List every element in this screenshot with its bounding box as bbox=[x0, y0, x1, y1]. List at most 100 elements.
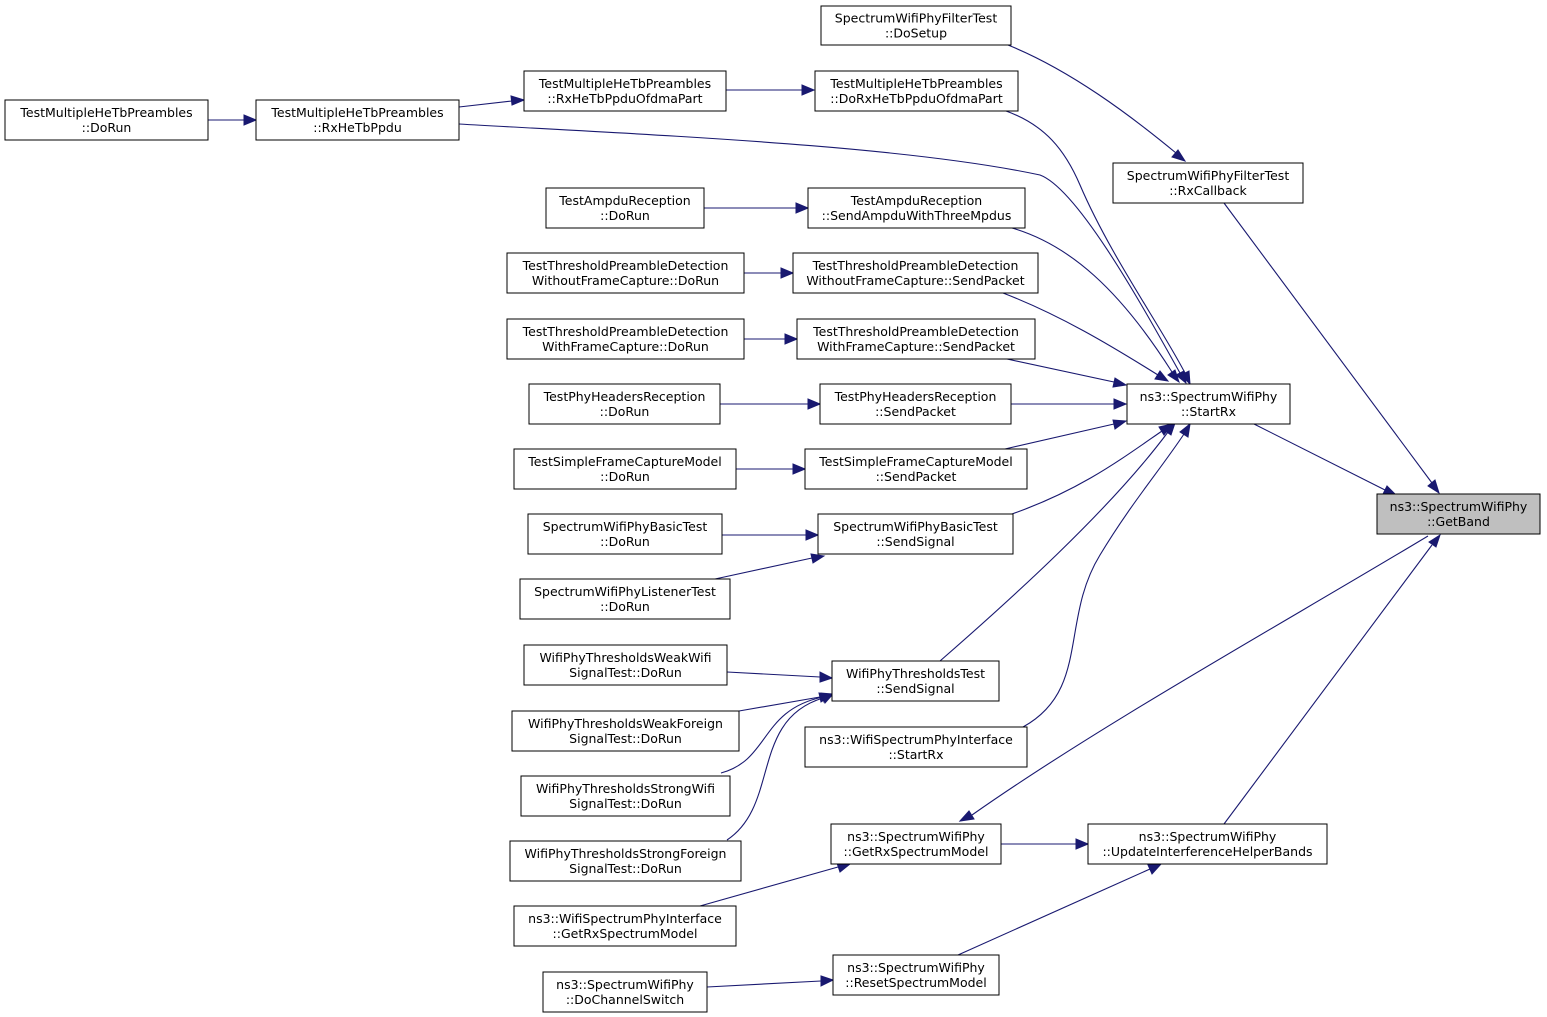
node-mhe-dorxofdma[interactable]: TestMultipleHeTbPreambles::DoRxHeTbPpduO… bbox=[814, 70, 1019, 112]
node-label-line: WifiPhyThresholdsWeakWifi bbox=[539, 650, 711, 665]
node-sfc-send[interactable]: TestSimpleFrameCaptureModel::SendPacket bbox=[804, 448, 1028, 490]
node-filter-dosetup[interactable]: SpectrumWifiPhyFilterTest::DoSetup bbox=[820, 5, 1012, 46]
node-box bbox=[807, 187, 1026, 229]
node-box bbox=[527, 513, 723, 555]
edge-tpd-w-dorun-to-tpd-w-send bbox=[744, 333, 799, 345]
node-label-line: ::DoChannelSwitch bbox=[566, 992, 684, 1007]
node-label-line: ::UpdateInterferenceHelperBands bbox=[1102, 844, 1312, 859]
node-thr-strongwifi[interactable]: WifiPhyThresholdsStrongWifiSignalTest::D… bbox=[520, 775, 731, 817]
node-box bbox=[804, 726, 1028, 768]
node-label-line: ::DoRun bbox=[600, 208, 650, 223]
node-basic-dorun[interactable]: SpectrumWifiPhyBasicTest::DoRun bbox=[527, 513, 723, 555]
node-mhe-dorun[interactable]: TestMultipleHeTbPreambles::DoRun bbox=[4, 99, 209, 141]
node-sfc-dorun[interactable]: TestSimpleFrameCaptureModel::DoRun bbox=[513, 448, 737, 490]
node-startrx[interactable]: ns3::SpectrumWifiPhy::StartRx bbox=[1126, 383, 1291, 425]
node-thr-strongforeign[interactable]: WifiPhyThresholdsStrongForeignSignalTest… bbox=[509, 840, 742, 882]
node-ampdu-send[interactable]: TestAmpduReception::SendAmpduWithThreeMp… bbox=[807, 187, 1026, 229]
node-box bbox=[528, 383, 721, 425]
node-label-line: ::RxHeTbPpdu bbox=[313, 120, 402, 135]
node-label-line: WifiPhyThresholdsWeakForeign bbox=[528, 716, 723, 731]
node-hdr-dorun[interactable]: TestPhyHeadersReception::DoRun bbox=[528, 383, 721, 425]
node-box bbox=[1376, 493, 1541, 535]
node-label-line: ::SendPacket bbox=[875, 404, 956, 419]
node-label-line: TestPhyHeadersReception bbox=[834, 389, 997, 404]
node-tpd-wo-send[interactable]: TestThresholdPreambleDetectionWithoutFra… bbox=[792, 252, 1039, 294]
edge-getrxmodel-to-getband bbox=[958, 535, 1429, 822]
node-basic-send[interactable]: SpectrumWifiPhyBasicTest::SendSignal bbox=[817, 513, 1014, 555]
node-thr-weakwifi[interactable]: WifiPhyThresholdsWeakWifiSignalTest::DoR… bbox=[523, 644, 728, 686]
edge-resetmodel-to-updatebands bbox=[957, 863, 1163, 956]
node-box bbox=[520, 775, 731, 817]
node-label-line: SignalTest::DoRun bbox=[569, 796, 682, 811]
node-box bbox=[819, 383, 1012, 425]
node-label-line: ns3::SpectrumWifiPhy bbox=[847, 829, 985, 844]
node-label-line: WithoutFrameCapture::SendPacket bbox=[806, 273, 1024, 288]
edge-sfc-dorun-to-sfc-send bbox=[736, 463, 807, 475]
edge-hdr-send-to-startrx bbox=[1011, 398, 1128, 410]
edge-startrx-to-getband bbox=[1253, 423, 1398, 496]
node-label-line: TestSimpleFrameCaptureModel bbox=[527, 454, 721, 469]
node-label-line: ::DoRun bbox=[600, 534, 650, 549]
node-label-line: ::RxHeTbPpduOfdmaPart bbox=[547, 91, 702, 106]
edge-rxcallback-to-getband bbox=[1223, 202, 1440, 495]
node-tpd-wo-dorun[interactable]: TestThresholdPreambleDetectionWithoutFra… bbox=[506, 252, 745, 294]
edge-thr-strongforeign-to-thr-send bbox=[726, 693, 835, 841]
node-box bbox=[792, 252, 1039, 294]
node-label-line: ::GetRxSpectrumModel bbox=[553, 926, 698, 941]
node-label-line: TestPhyHeadersReception bbox=[543, 389, 706, 404]
node-box bbox=[509, 840, 742, 882]
node-listener-dorun[interactable]: SpectrumWifiPhyListenerTest::DoRun bbox=[519, 578, 731, 620]
edge-mhe-rxppdu-to-startrx bbox=[458, 123, 1187, 385]
node-label-line: ns3::SpectrumWifiPhy bbox=[556, 977, 694, 992]
node-tpd-w-send[interactable]: TestThresholdPreambleDetectionWithFrameC… bbox=[796, 318, 1036, 360]
node-label-line: WithFrameCapture::DoRun bbox=[542, 339, 709, 354]
node-label-line: TestSimpleFrameCaptureModel bbox=[818, 454, 1012, 469]
node-box bbox=[820, 5, 1012, 46]
node-resetmodel[interactable]: ns3::SpectrumWifiPhy::ResetSpectrumModel bbox=[832, 954, 1000, 996]
node-box bbox=[545, 187, 705, 229]
node-label-line: TestAmpduReception bbox=[850, 193, 982, 208]
node-box bbox=[506, 252, 745, 294]
node-label-line: SpectrumWifiPhyFilterTest bbox=[1127, 168, 1290, 183]
node-label-line: SignalTest::DoRun bbox=[569, 861, 682, 876]
node-label-line: ns3::SpectrumWifiPhy bbox=[1140, 389, 1278, 404]
node-hdr-send[interactable]: TestPhyHeadersReception::SendPacket bbox=[819, 383, 1012, 425]
node-box bbox=[796, 318, 1036, 360]
node-wspi-startrx[interactable]: ns3::WifiSpectrumPhyInterface::StartRx bbox=[804, 726, 1028, 768]
edges-layer bbox=[208, 44, 1441, 988]
node-box bbox=[519, 578, 731, 620]
node-mhe-rxppdu[interactable]: TestMultipleHeTbPreambles::RxHeTbPpdu bbox=[255, 99, 460, 141]
node-box bbox=[832, 954, 1000, 996]
node-thr-send[interactable]: WifiPhyThresholdsTest::SendSignal bbox=[831, 660, 1000, 702]
node-label-line: SignalTest::DoRun bbox=[569, 731, 682, 746]
node-wspi-getrxmodel[interactable]: ns3::WifiSpectrumPhyInterface::GetRxSpec… bbox=[513, 905, 737, 947]
node-label-line: ::DoRxHeTbPpduOfdmaPart bbox=[830, 91, 1003, 106]
node-tpd-w-dorun[interactable]: TestThresholdPreambleDetectionWithFrameC… bbox=[506, 318, 745, 360]
node-thr-weakforeign[interactable]: WifiPhyThresholdsWeakForeignSignalTest::… bbox=[511, 710, 740, 752]
node-label-line: ::ResetSpectrumModel bbox=[845, 975, 986, 990]
node-label-line: ::GetBand bbox=[1427, 514, 1490, 529]
node-label-line: TestThresholdPreambleDetection bbox=[522, 324, 729, 339]
node-box bbox=[523, 644, 728, 686]
node-label-line: ::SendSignal bbox=[876, 681, 954, 696]
node-getrxmodel[interactable]: ns3::SpectrumWifiPhy::GetRxSpectrumModel bbox=[830, 823, 1002, 865]
edge-tpd-w-send-to-startrx bbox=[1006, 358, 1128, 388]
node-box bbox=[817, 513, 1014, 555]
node-label-line: ::StartRx bbox=[888, 747, 943, 762]
node-label-line: ::DoRun bbox=[600, 404, 650, 419]
node-label-line: ns3::WifiSpectrumPhyInterface bbox=[528, 911, 722, 926]
node-mhe-rxofdma[interactable]: TestMultipleHeTbPreambles::RxHeTbPpduOfd… bbox=[523, 70, 727, 112]
edge-basic-send-to-startrx bbox=[1011, 423, 1174, 515]
node-box bbox=[814, 70, 1019, 112]
edge-tpd-wo-send-to-startrx bbox=[1002, 292, 1170, 382]
node-rxcallback[interactable]: SpectrumWifiPhyFilterTest::RxCallback bbox=[1112, 162, 1304, 204]
edge-chswitch-to-resetmodel bbox=[706, 975, 835, 988]
node-label-line: WifiPhyThresholdsTest bbox=[846, 666, 985, 681]
node-box bbox=[1112, 162, 1304, 204]
node-chswitch[interactable]: ns3::SpectrumWifiPhy::DoChannelSwitch bbox=[542, 971, 708, 1013]
node-updatebands[interactable]: ns3::SpectrumWifiPhy::UpdateInterference… bbox=[1087, 823, 1328, 865]
node-ampdu-dorun[interactable]: TestAmpduReception::DoRun bbox=[545, 187, 705, 229]
node-label-line: ::DoRun bbox=[600, 599, 650, 614]
node-getband[interactable]: ns3::SpectrumWifiPhy::GetBand bbox=[1376, 493, 1541, 535]
